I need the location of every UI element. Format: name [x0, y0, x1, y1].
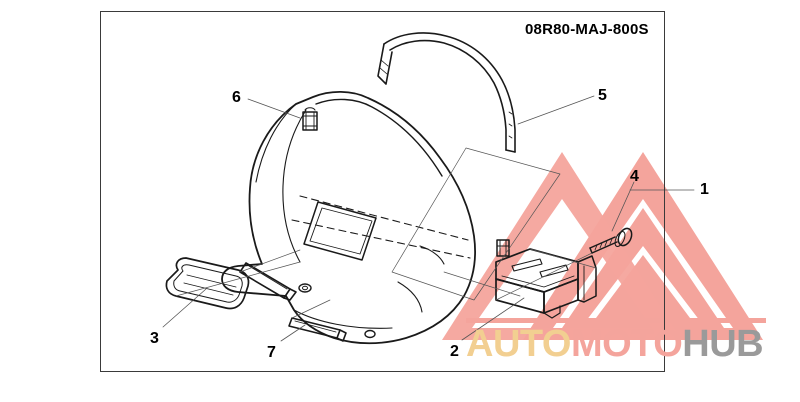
diagram-border: [100, 11, 665, 372]
callout-number-7: 7: [267, 344, 276, 361]
callout-number-6: 6: [232, 89, 241, 106]
watermark-text-hub: HUB: [682, 323, 764, 365]
callout-number-3: 3: [150, 330, 159, 347]
watermark-text-moto: MOTO: [570, 323, 683, 365]
part-number-label: 08R80-MAJ-800S: [525, 21, 649, 38]
watermark-wordmark: AUTOMOTOHUB: [466, 323, 764, 365]
callout-number-2: 2: [450, 343, 459, 360]
callout-number-4: 4: [630, 168, 639, 185]
callout-number-1: 1: [700, 181, 709, 198]
watermark-text-auto: AUTO: [466, 323, 571, 365]
callout-number-5: 5: [598, 87, 607, 104]
